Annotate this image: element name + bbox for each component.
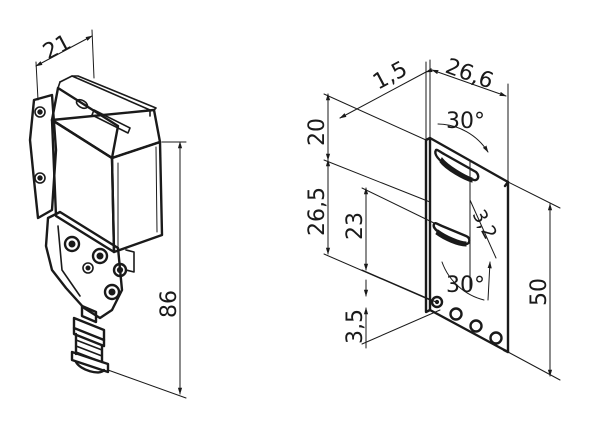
dim-height-23: 23	[343, 212, 368, 240]
lens-icon	[75, 98, 89, 110]
dim-offset-1-5: 1,5	[369, 57, 412, 96]
bracket-body	[44, 210, 124, 320]
dim-slot-3-2: 3,2	[468, 206, 502, 243]
dim-angle-bottom-30: 30°	[446, 273, 485, 298]
indicator-slot	[91, 109, 131, 134]
dim-width-21: 21	[39, 30, 75, 65]
mount-flange	[28, 93, 58, 220]
dim-height-26-5: 26,5	[305, 187, 330, 236]
sensor-assembly: 21 86	[28, 29, 187, 399]
dim-height-86: 86	[157, 290, 182, 318]
housing-side	[110, 140, 164, 254]
dim-angle-top-30: 30°	[446, 109, 485, 134]
housing-front	[50, 118, 116, 254]
dim-width-26-6: 26,6	[442, 54, 497, 94]
bracket-plate	[428, 136, 510, 354]
dim-height-3-5: 3,5	[343, 309, 368, 344]
bracket-plate-view: 20 26,5 23 3,5 1,5 26,6 30° 3,2 30° 50	[305, 54, 561, 381]
dim-height-50: 50	[527, 278, 552, 306]
dim-height-20: 20	[305, 118, 330, 146]
